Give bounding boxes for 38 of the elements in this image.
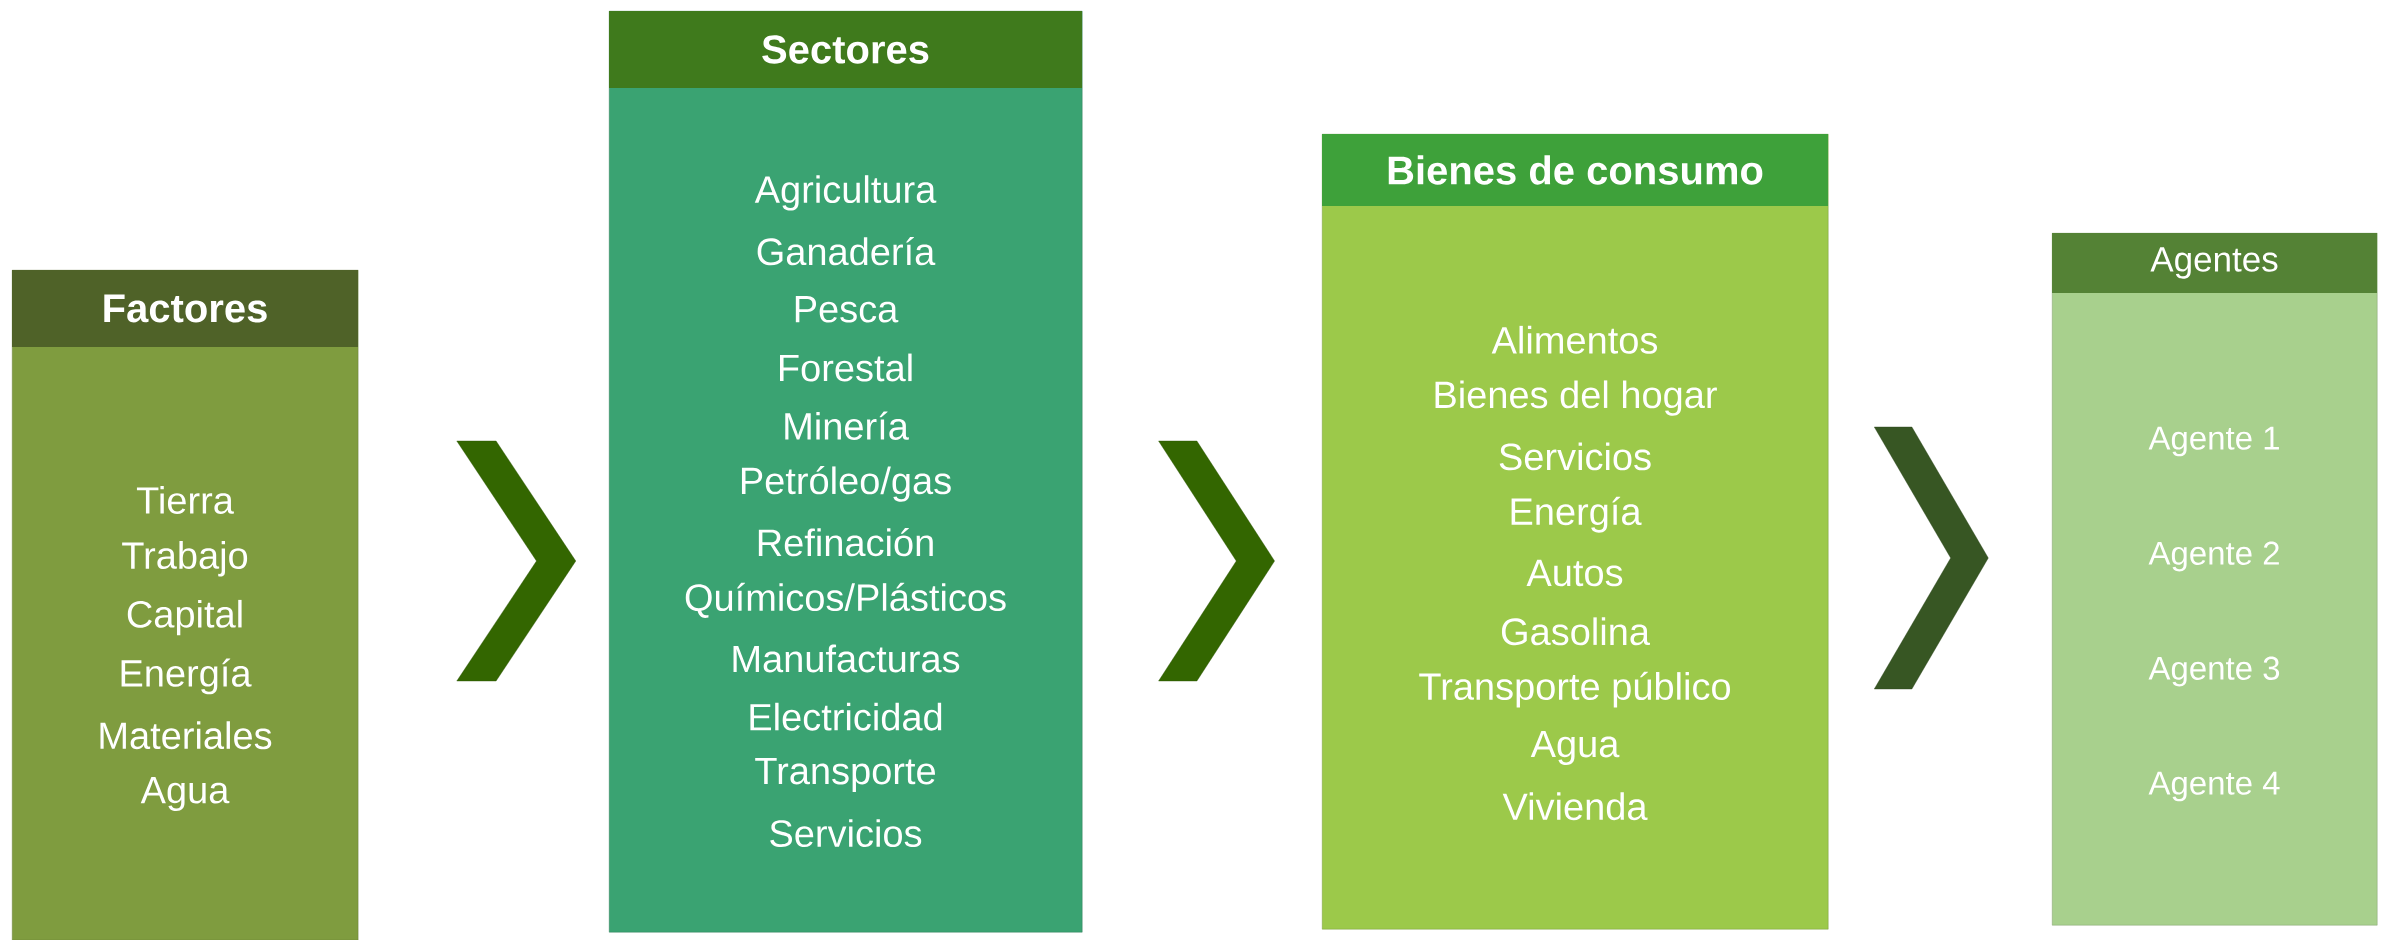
- list-item: Agente 4: [2148, 771, 2280, 802]
- chevron-arrow: [456, 440, 576, 682]
- list-item: Agente 2: [2148, 541, 2279, 572]
- list-item: Energía: [1511, 496, 1642, 533]
- list-item: Químicos/Plásticos: [685, 582, 1006, 618]
- chevron-arrow: [1158, 440, 1275, 682]
- list-item: Tierra: [136, 486, 234, 514]
- list-item: Autos: [1526, 559, 1623, 587]
- list-item: Minería: [785, 411, 909, 440]
- header-label: Agentes: [2150, 247, 2278, 279]
- list-item: Ganadería: [757, 236, 936, 266]
- list-item: Petróleo/gas: [741, 465, 951, 502]
- list-item: Agua: [1530, 730, 1620, 765]
- list-item: Transporte: [755, 757, 935, 792]
- list-item: Bienes del hogar: [1435, 380, 1717, 416]
- list-item: Agente 3: [2148, 656, 2280, 687]
- list-item: Servicios: [1499, 442, 1651, 471]
- list-item: Transporte público: [1419, 671, 1730, 708]
- list-item: Pesca: [795, 296, 899, 323]
- header-label: Bienes de consumo: [1388, 155, 1763, 185]
- list-item: Agricultura: [754, 175, 937, 211]
- list-item: Refinación: [758, 527, 933, 557]
- list-item: Gasolina: [1501, 617, 1650, 646]
- list-item: Materiales: [100, 721, 272, 750]
- list-item: Energía: [121, 658, 252, 695]
- list-item: Servicios: [770, 819, 922, 848]
- list-item: Electricidad: [750, 702, 942, 731]
- list-item: Forestal: [780, 353, 912, 382]
- header-label: Factores: [104, 294, 267, 323]
- list-item: Agente 1: [2148, 426, 2279, 457]
- list-item: Agua: [140, 777, 230, 812]
- chevron-arrow: [1874, 426, 1989, 690]
- list-item: Manufacturas: [733, 644, 960, 673]
- header-label: Sectores: [762, 35, 929, 64]
- list-item: Vivienda: [1502, 792, 1648, 821]
- list-item: Alimentos: [1491, 325, 1658, 354]
- list-item: Capital: [127, 599, 242, 636]
- list-item: Trabajo: [122, 541, 248, 577]
